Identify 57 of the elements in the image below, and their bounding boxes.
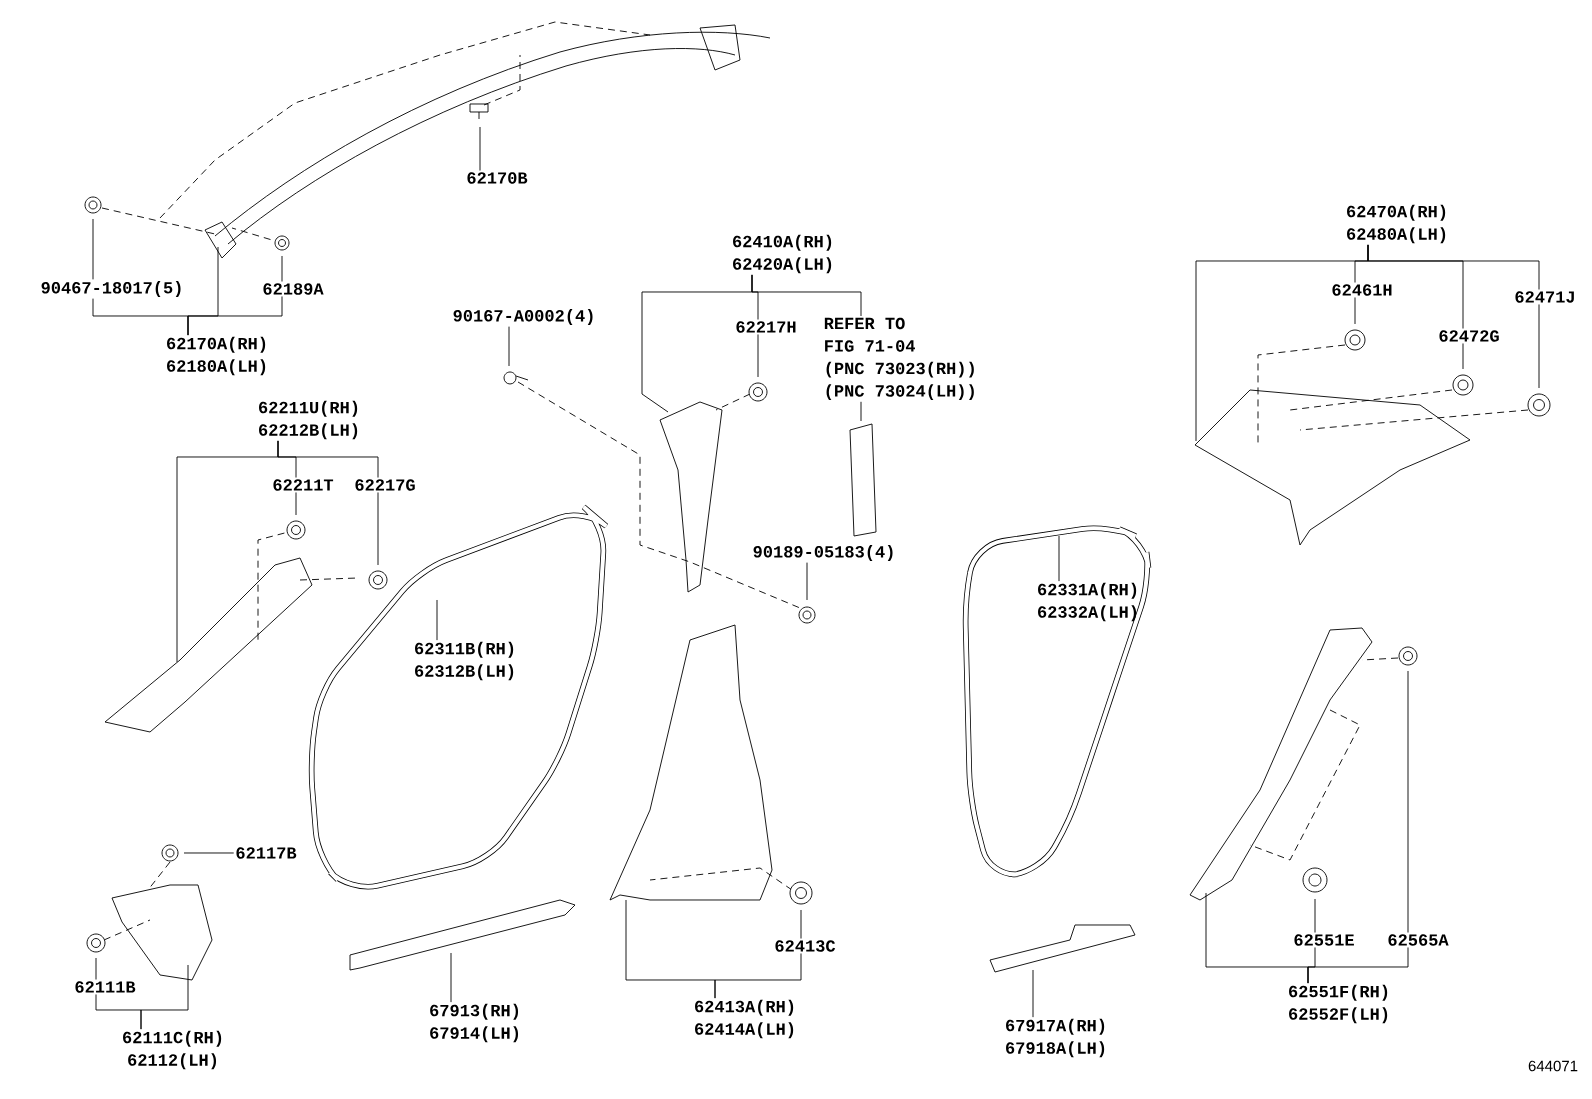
part-number: 67913(RH) 67914(LH) <box>430 1003 519 1043</box>
part-number: 62413C <box>775 940 836 952</box>
part-number: 62551F(RH) 62552F(LH) <box>1289 984 1388 1024</box>
part-number: 62117B <box>236 847 297 859</box>
leader-line <box>92 218 94 280</box>
part-number: 62551E <box>1294 934 1354 946</box>
leader-line <box>1407 670 1409 933</box>
part-number: 90167-A0002(4) <box>453 309 593 325</box>
leader-line <box>281 255 283 282</box>
leader-line <box>1314 898 1316 933</box>
leader-line <box>183 852 235 854</box>
part-number: 62331A(RH) 62332A(LH) <box>1038 582 1137 622</box>
leader-line <box>1307 947 1409 984</box>
leader-line <box>176 440 279 663</box>
leader-line <box>860 401 862 422</box>
part-number: 62413A(RH) 62414A(LH) <box>695 999 794 1039</box>
part-number: 67917A(RH) 67918A(LH) <box>1006 1018 1105 1058</box>
part-number: 90189-05183(4) <box>753 545 893 561</box>
leader-line <box>450 952 452 1003</box>
part-number: 62111C(RH) 62112(LH) <box>123 1030 222 1070</box>
part-number: 62470A(RH) 62480A(LH) <box>1347 204 1446 244</box>
leader-line <box>140 964 189 1030</box>
part-number: 62565A <box>1388 934 1449 946</box>
part-number: 62170A(RH) 62180A(LH) <box>167 336 266 376</box>
part-number: 62410A(RH) 62420A(LH) <box>733 234 832 274</box>
leader-line <box>1367 244 1540 290</box>
part-number: 62471J <box>1515 291 1574 303</box>
leader-line <box>1032 969 1034 1018</box>
leader-line <box>295 492 297 516</box>
leader-line <box>508 326 510 367</box>
leader-line <box>800 909 802 939</box>
part-number: 62461H <box>1332 284 1392 296</box>
part-number: 62111B <box>75 981 136 993</box>
part-number: 62217G <box>355 479 415 491</box>
part-number: 62170B <box>467 172 528 184</box>
reference-note: REFER TO FIG 71-04 (PNC 73023(RH)) (PNC 73024(LH)) <box>824 317 974 401</box>
figure-number: 644071 <box>1528 1060 1578 1072</box>
part-number: 62189A <box>263 283 324 295</box>
leader-line <box>625 899 716 999</box>
leader-line <box>806 562 808 601</box>
leader-line <box>377 492 379 566</box>
leader-line <box>1462 343 1464 370</box>
part-number: 90467-18017(5) <box>41 281 181 297</box>
leader-line <box>1058 535 1060 582</box>
leader-line <box>1354 297 1356 325</box>
leader-line <box>751 274 862 317</box>
leader-line <box>1538 304 1540 389</box>
leader-line <box>436 599 438 641</box>
leader-line <box>479 126 481 171</box>
part-number: 62211T <box>273 479 334 491</box>
part-number: 62472G <box>1439 330 1499 342</box>
leader-line <box>95 957 97 980</box>
part-number: 62211U(RH) 62212B(LH) <box>259 400 358 440</box>
part-number: 62311B(RH) 62312B(LH) <box>415 641 514 681</box>
part-number: 62217H <box>736 321 796 333</box>
leader-line <box>187 246 219 336</box>
leader-line <box>757 334 759 378</box>
